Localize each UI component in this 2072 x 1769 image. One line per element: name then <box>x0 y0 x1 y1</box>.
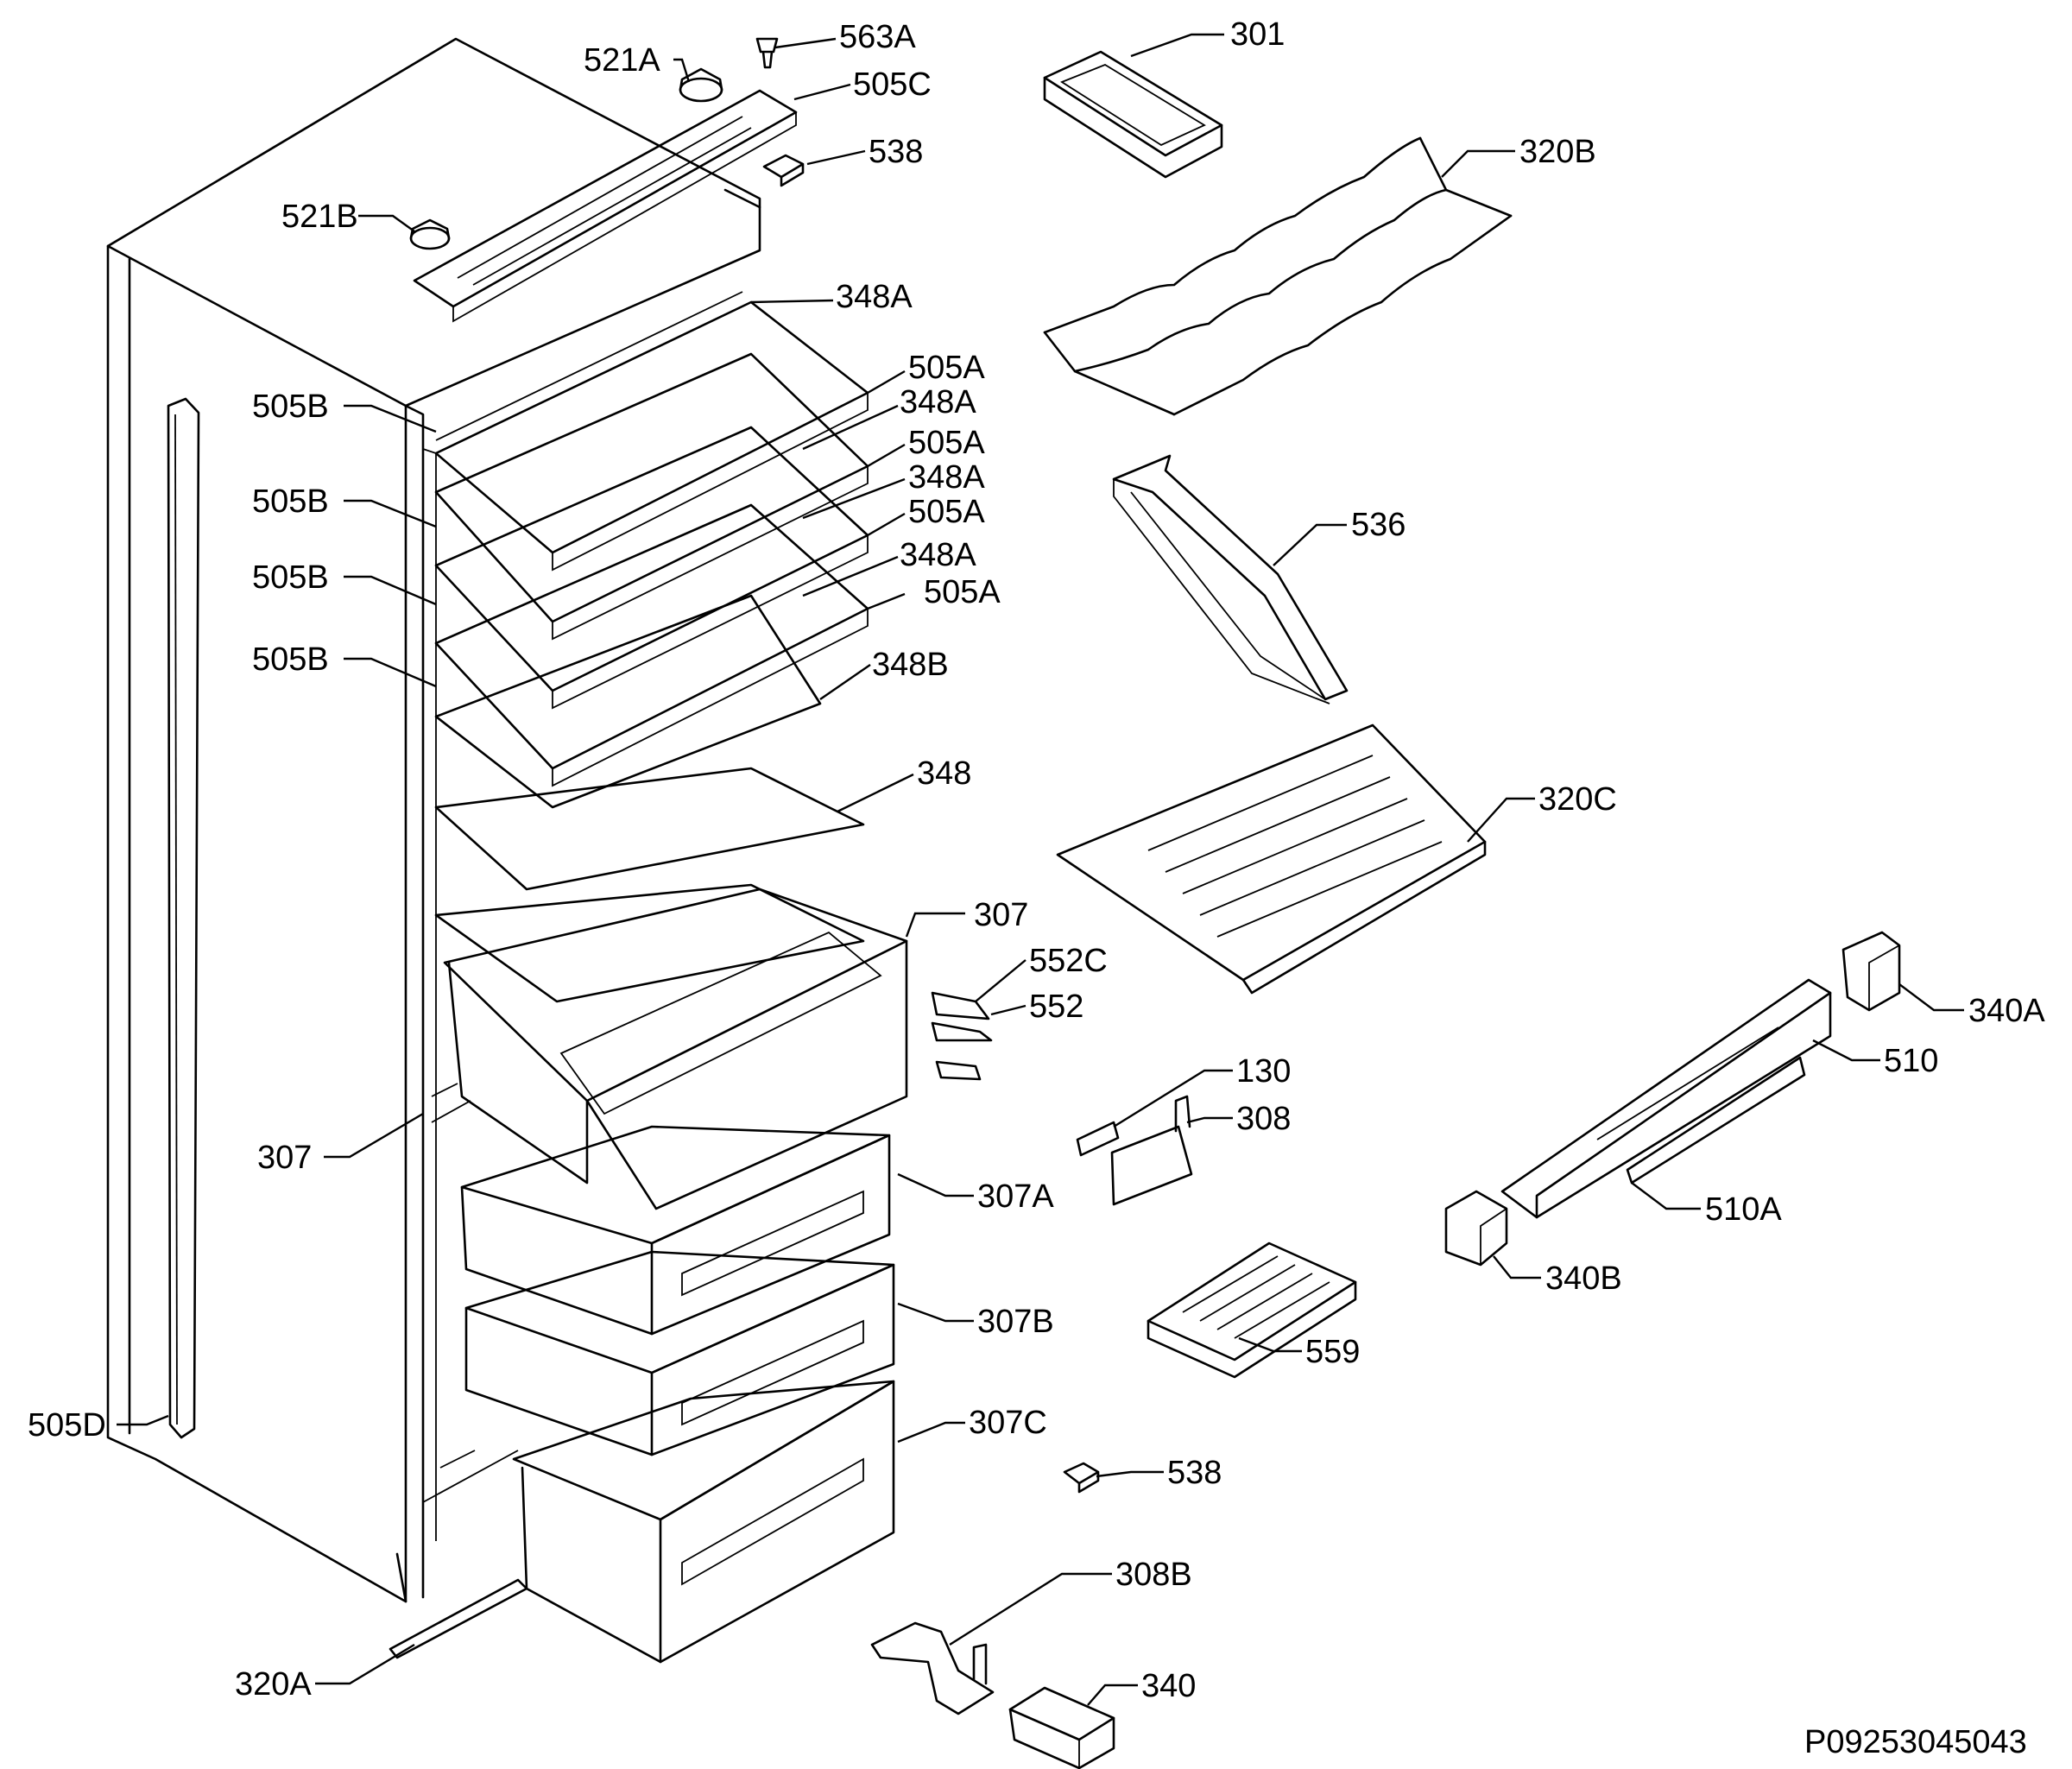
label-538-bottom: 538 <box>1167 1455 1222 1491</box>
hinge-308-and-130 <box>1076 1095 1193 1206</box>
label-521B: 521B <box>281 199 358 235</box>
label-505C: 505C <box>853 66 932 103</box>
label-348A-3: 348A <box>908 459 985 496</box>
label-320C: 320C <box>1538 781 1617 818</box>
label-340A: 340A <box>1968 993 2045 1029</box>
label-510A: 510A <box>1705 1191 1782 1228</box>
control-panel-510 <box>1500 978 1832 1219</box>
label-320B: 320B <box>1519 134 1596 170</box>
label-510: 510 <box>1884 1043 1938 1079</box>
label-521A: 521A <box>584 42 660 79</box>
hinge-cover-505C <box>413 89 798 323</box>
label-130: 130 <box>1236 1053 1291 1090</box>
label-505D: 505D <box>28 1407 106 1444</box>
label-505A-3: 505A <box>908 494 985 530</box>
door-seal-505D <box>167 397 200 1439</box>
glass-shelf-1 <box>434 291 869 572</box>
label-307A: 307A <box>977 1178 1054 1215</box>
hinge-308B <box>870 1621 995 1715</box>
label-308B: 308B <box>1115 1557 1192 1593</box>
label-348A-2: 348A <box>900 384 976 420</box>
label-348A-4: 348A <box>900 537 976 573</box>
label-505B-1: 505B <box>252 389 329 425</box>
part-labels: 563A 521A 505C 538 521B 348A 505A 505B 3… <box>28 16 2045 1704</box>
block-340 <box>1008 1686 1115 1769</box>
label-552: 552 <box>1029 989 1083 1025</box>
label-505A-4: 505A <box>924 574 1001 610</box>
label-307C: 307C <box>969 1405 1047 1441</box>
label-563A: 563A <box>839 19 916 55</box>
label-340B: 340B <box>1545 1260 1622 1297</box>
drawer-runners-552 <box>931 991 993 1081</box>
label-505B-3: 505B <box>252 559 329 596</box>
label-301: 301 <box>1230 16 1285 53</box>
drawer-307B <box>464 1250 895 1456</box>
label-307-left: 307 <box>257 1140 312 1176</box>
label-505B-2: 505B <box>252 483 329 520</box>
glass-shelf-2 <box>434 352 869 641</box>
tray-536 <box>1112 454 1349 704</box>
label-348B: 348B <box>872 647 949 683</box>
label-348A-1: 348A <box>836 279 913 315</box>
drawer-307 <box>443 888 908 1210</box>
drawer-307C <box>512 1380 895 1664</box>
leader-lines <box>117 33 1964 1706</box>
label-505A-1: 505A <box>908 350 985 386</box>
label-552C: 552C <box>1029 943 1108 979</box>
glass-shelf-4 <box>434 503 869 787</box>
label-307B: 307B <box>977 1304 1054 1340</box>
drawer-307A <box>460 1125 891 1336</box>
cover-559 <box>1147 1241 1357 1379</box>
ice-tray-301 <box>1043 50 1223 179</box>
glass-shelf-3 <box>434 426 869 710</box>
caps-small-parts <box>409 37 1100 1494</box>
end-cap-340B <box>1444 1190 1508 1267</box>
label-348: 348 <box>917 755 971 792</box>
label-505A-2: 505A <box>908 425 985 461</box>
label-536: 536 <box>1351 507 1406 543</box>
end-cap-340A <box>1841 931 1901 1012</box>
document-code: P09253045043 <box>1804 1724 2027 1760</box>
label-308: 308 <box>1236 1101 1291 1137</box>
bottom-rail-320A <box>388 1578 528 1659</box>
glass-shelf-348 <box>434 767 865 1003</box>
label-307-top: 307 <box>974 897 1028 933</box>
label-320A: 320A <box>235 1666 312 1703</box>
label-538-top: 538 <box>869 134 923 170</box>
label-505B-4: 505B <box>252 641 329 678</box>
shelf-grid-320C <box>1056 723 1487 995</box>
label-559: 559 <box>1305 1334 1360 1370</box>
glass-shelf-348B <box>434 594 822 809</box>
label-340: 340 <box>1141 1668 1196 1704</box>
bottle-rack-320B <box>1043 136 1513 416</box>
